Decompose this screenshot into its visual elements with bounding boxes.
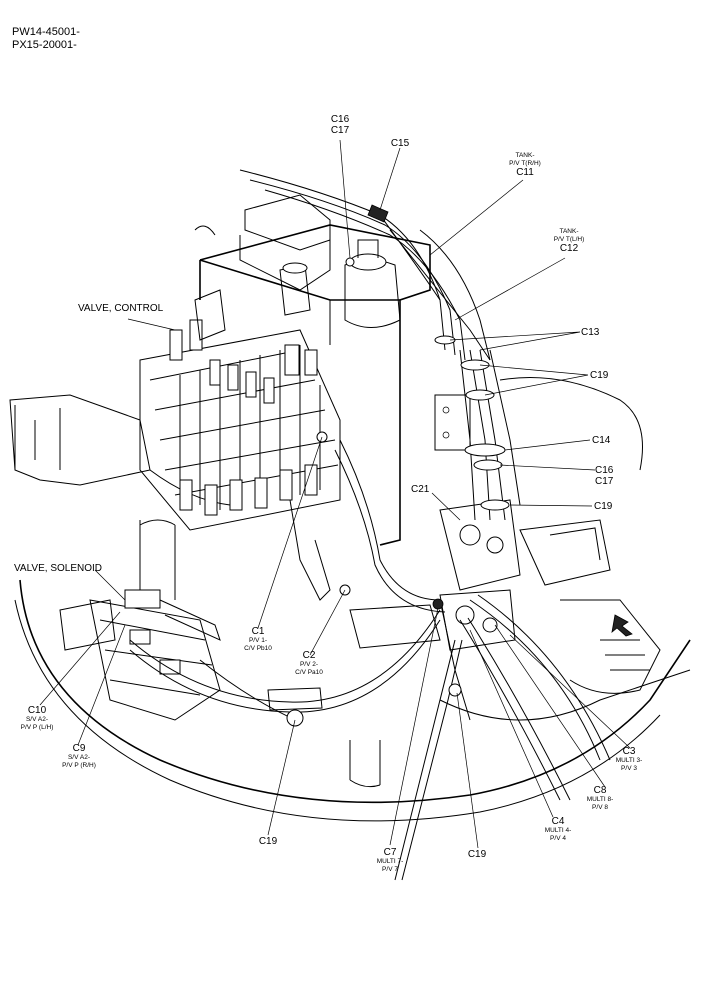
callout-c12-code: C12 — [559, 243, 579, 254]
clamp-c16-c17 — [473, 459, 503, 471]
callout-c7: C7 MULTI 7- P/V 7 — [370, 847, 410, 873]
clamp-c19-bottom-left — [286, 709, 304, 727]
callout-c19-bottom-right: C19 — [467, 849, 487, 860]
model-range-line-2: PX15-20001- — [12, 39, 77, 51]
callout-c1-desc2: C/V Pb10 — [244, 644, 272, 652]
hose-bundle — [129, 169, 611, 881]
callout-c10-desc1: S/V A2- — [25, 716, 49, 723]
base-frame — [9, 377, 691, 822]
callout-c4: C4 MULTI 4- P/V 4 — [538, 816, 578, 842]
callout-c11-desc1: TANK- — [515, 152, 535, 159]
callout-c1-code: C1 — [251, 626, 265, 637]
callout-c13: C13 — [581, 327, 600, 338]
callout-c4-desc1: MULTI 4- — [544, 827, 572, 834]
valve-solenoid-title: VALVE, SOLENOID — [14, 563, 102, 574]
callout-c9-desc1: S/V A2- — [67, 754, 91, 761]
callout-c3-desc1: MULTI 3- — [615, 757, 643, 764]
callout-c11-code: C11 — [516, 167, 534, 178]
callout-c21: C21 — [411, 484, 430, 495]
callout-c9: C9 S/V A2- P/V P (R/H) — [56, 743, 102, 769]
callout-c7-desc1: MULTI 7- — [376, 858, 404, 865]
callout-c2-desc2: C/V Pa10 — [295, 668, 323, 676]
callout-c9-code: C9 — [72, 743, 86, 754]
callout-c10-code: C10 — [27, 705, 47, 716]
callout-c16-c17-top: C16 C17 — [328, 114, 352, 136]
callout-c12-desc1: TANK- — [559, 228, 579, 235]
clamp-c19-mid — [480, 499, 510, 511]
callout-c2-desc1: P/V 2- — [299, 661, 319, 668]
callout-c15: C15 — [390, 138, 410, 149]
callout-c4-desc2: P/V 4 — [550, 834, 566, 842]
valve-control-title: VALVE, CONTROL — [78, 303, 164, 314]
callout-c4-code: C4 — [551, 816, 565, 827]
callout-c12: TANK- P/V T(L/H) C12 — [544, 228, 594, 254]
callout-c17-mid-code: C17 — [595, 476, 614, 487]
callout-c1-desc1: P/V 1- — [248, 637, 268, 644]
callout-c17-top-code: C17 — [330, 125, 350, 136]
valve-housing-block — [194, 194, 431, 546]
callout-c12-desc2: P/V T(L/H) — [553, 235, 585, 243]
callout-c9-desc2: P/V P (R/H) — [62, 761, 96, 769]
callout-c19-a: C19 — [590, 370, 609, 381]
clamp-c15 — [367, 204, 389, 223]
callout-c3-desc2: P/V 3 — [621, 764, 637, 772]
multi-valve-block — [434, 394, 521, 651]
callout-c19-b: C19 — [594, 501, 613, 512]
fitting-c16-c17-top — [345, 257, 355, 267]
callout-c8-desc2: P/V 8 — [592, 803, 608, 811]
callout-c1: C1 P/V 1- C/V Pb10 — [238, 626, 278, 652]
callout-c8: C8 MULTI 8- P/V 8 — [580, 785, 620, 811]
callout-c11: TANK- P/V T(R/H) C11 — [500, 152, 550, 178]
callout-c19-bottom-left: C19 — [258, 836, 278, 847]
callout-c2: C2 P/V 2- C/V Pa10 — [289, 650, 329, 676]
clamp-c19-bottom-right — [448, 683, 462, 697]
model-range-header: PW14-45001- PX15-20001- — [12, 26, 80, 52]
callout-c8-desc1: MULTI 8- — [586, 796, 614, 803]
callout-c7-code: C7 — [383, 847, 397, 858]
callout-c3: C3 MULTI 3- P/V 3 — [609, 746, 649, 772]
callout-c3-code: C3 — [622, 746, 636, 757]
callout-c16-top-code: C16 — [330, 114, 350, 125]
callout-c14: C14 — [592, 435, 611, 446]
solenoid-valve — [89, 589, 221, 721]
callout-c11-desc2: P/V T(R/H) — [509, 159, 541, 167]
callout-c10-desc2: P/V P (L/H) — [20, 723, 54, 731]
callout-c7-desc2: P/V 7 — [382, 865, 398, 873]
clamp-c19-upper — [460, 359, 490, 371]
band-c14 — [464, 443, 506, 457]
bracket-plate — [434, 394, 471, 451]
callout-c16-c17-mid: C16 C17 — [595, 465, 613, 487]
callout-c2-code: C2 — [302, 650, 316, 661]
leader-lines — [39, 139, 631, 849]
direction-arrow-icon — [611, 614, 633, 637]
fitting-c7 — [432, 598, 444, 610]
callout-c10: C10 S/V A2- P/V P (L/H) — [14, 705, 60, 731]
callout-c8-code: C8 — [593, 785, 607, 796]
control-valve-stack — [139, 289, 341, 601]
callout-c16-mid-code: C16 — [595, 465, 614, 476]
filter-cap — [349, 253, 387, 271]
model-range-line-1: PW14-45001- — [12, 26, 80, 38]
